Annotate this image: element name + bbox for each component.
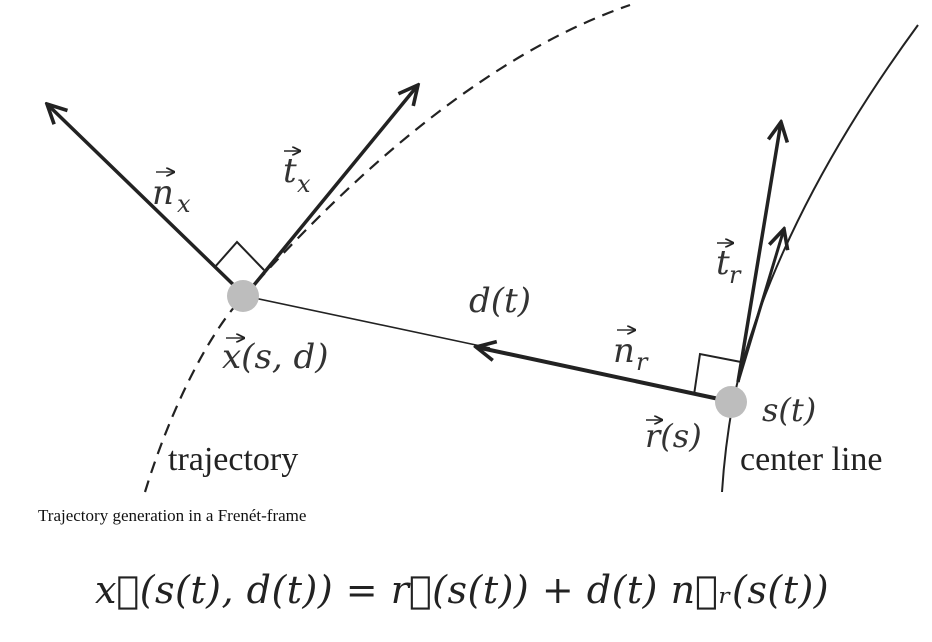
svg-text:r: r [636,348,649,376]
svg-text:t: t [283,151,297,191]
label-n-x: n x [152,172,191,218]
label-s-t: s(t) [762,391,816,429]
label-trajectory: trajectory [168,441,298,478]
label-n-r: n r [613,330,649,376]
offset-line [244,295,491,349]
label-r-s: r(s) [645,417,702,455]
n-x-arrow [47,104,247,298]
svg-text:r(s): r(s) [645,417,702,455]
right-angle-marker-trajectory [213,240,265,271]
center-tangent-arrow [736,229,784,383]
right-angle-marker-center [693,352,742,396]
svg-text:x: x [177,190,191,218]
frenet-frame-diagram: n x t x t r n r d(t) x(s, d) r(s) s(t) t… [0,3,919,493]
n-r-arrow [476,347,734,404]
svg-text:x: x [297,170,311,198]
t-r-arrow [736,122,781,383]
t-x-arrow [243,85,418,298]
svg-text:x(s, d): x(s, d) [222,337,329,377]
label-x-sd: x(s, d) [222,337,329,377]
trajectory-curve [143,3,631,493]
label-d-t: d(t) [469,281,531,321]
figure-caption: Trajectory generation in a Frenét-frame [38,506,307,525]
label-t-r: t r [716,243,742,289]
svg-text:r: r [729,261,742,289]
svg-text:n: n [613,331,635,371]
frenet-formula: x⃗(s(t), d(t)) = r⃗(s(t)) + d(t) n⃗ᵣ(s(t… [95,568,830,612]
trajectory-point [227,280,259,312]
svg-text:t: t [716,243,730,283]
center-line-point [715,386,747,418]
center-line-curve [721,24,919,493]
svg-text:n: n [152,173,174,213]
label-center-line: center line [740,441,883,478]
label-t-x: t x [283,151,311,198]
